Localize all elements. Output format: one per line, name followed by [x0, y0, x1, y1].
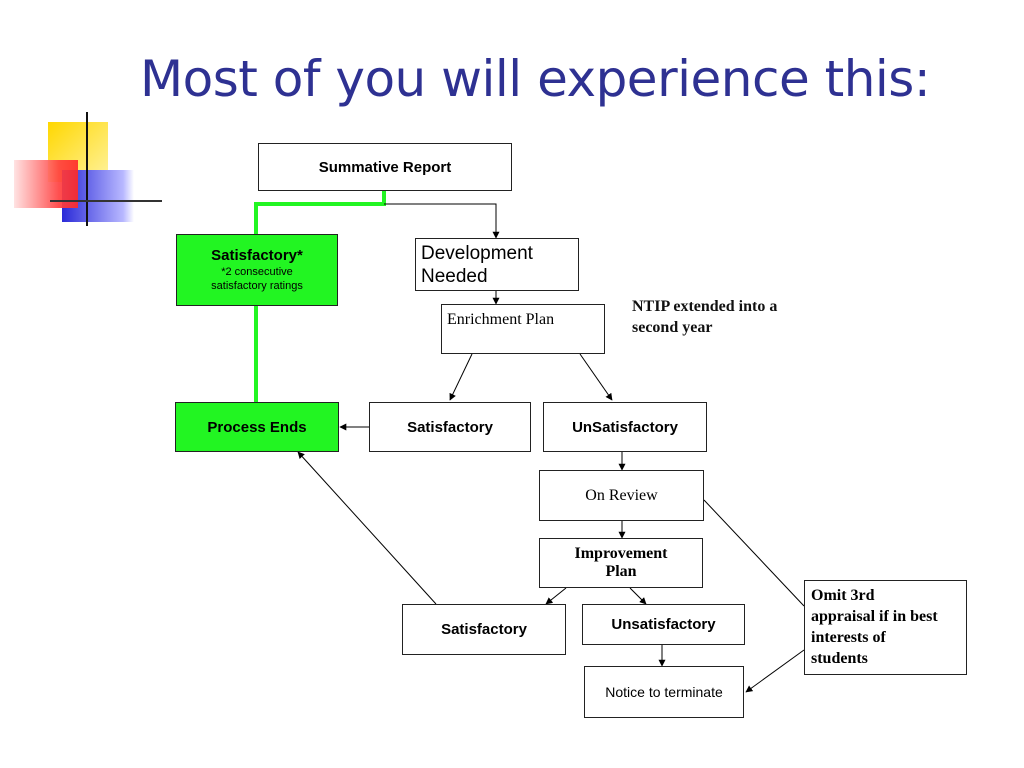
unsatisfactory-label-1: UnSatisfactory	[572, 418, 678, 436]
development-needed-line2: Needed	[421, 265, 488, 287]
enrichment-plan-box: Enrichment Plan	[441, 304, 605, 354]
omit-note-line2: appraisal if in best	[811, 608, 938, 625]
development-needed-box: Development Needed	[415, 238, 579, 291]
arrow-summative-to-development	[384, 203, 500, 239]
omit-note-box: Omit 3rd appraisal if in best interests …	[804, 580, 967, 675]
omit-note-line4: students	[811, 650, 868, 667]
on-review-box: On Review	[539, 470, 704, 521]
deco-horizontal-line	[50, 200, 162, 202]
unsatisfactory-box-1: UnSatisfactory	[543, 402, 707, 452]
summative-report-box: Summative Report	[258, 143, 512, 191]
arrow-improvement-to-satisfactory	[545, 587, 567, 605]
development-needed-line1: Development	[421, 242, 533, 264]
improvement-plan-line1: Improvement	[574, 545, 668, 562]
arrow-satisfactory-to-process-ends-diagonal	[297, 451, 437, 605]
satisfactory-box-1: Satisfactory	[369, 402, 531, 452]
satisfactory-star-note-line2: satisfactory ratings	[211, 280, 303, 292]
improvement-plan-box: Improvement Plan	[539, 538, 703, 588]
satisfactory-label-2: Satisfactory	[441, 621, 527, 638]
green-path-summative-to-satisfactory	[254, 190, 386, 234]
slide-title: Most of you will experience this:	[140, 50, 931, 108]
satisfactory-star-label: Satisfactory*	[211, 247, 303, 264]
process-ends-label: Process Ends	[207, 418, 307, 436]
unsatisfactory-label-2: Unsatisfactory	[611, 616, 716, 633]
arrow-omit-note-to-notice	[745, 649, 805, 693]
omit-note-line3: interests of	[811, 629, 886, 646]
unsatisfactory-box-2: Unsatisfactory	[582, 604, 745, 645]
summative-report-label: Summative Report	[318, 158, 452, 176]
ntip-note: NTIP extended into a second year	[632, 296, 777, 338]
arrow-enrichment-to-unsatisfactory	[579, 353, 613, 401]
omit-note-line1: Omit 3rd	[811, 587, 875, 604]
arrow-improvement-to-unsatisfactory	[629, 587, 647, 605]
satisfactory-label-1: Satisfactory	[407, 418, 493, 436]
enrichment-plan-label: Enrichment Plan	[447, 311, 555, 328]
arrow-enrichment-to-satisfactory	[449, 353, 473, 401]
deco-vertical-line	[86, 112, 88, 226]
on-review-label: On Review	[585, 486, 658, 504]
satisfactory-star-note-line1: *2 consecutive	[221, 266, 293, 278]
ntip-note-line1: NTIP extended into a	[632, 298, 778, 315]
satisfactory-box-2: Satisfactory	[402, 604, 566, 655]
ntip-note-line2: second year	[632, 319, 713, 336]
notice-to-terminate-box: Notice to terminate	[584, 666, 744, 718]
notice-to-terminate-label: Notice to terminate	[605, 684, 723, 700]
improvement-plan-line2: Plan	[605, 563, 637, 580]
line-on-review-to-omit-note	[703, 499, 805, 607]
satisfactory-star-box: Satisfactory* *2 consecutive satisfactor…	[176, 234, 338, 306]
process-ends-box: Process Ends	[175, 402, 339, 452]
